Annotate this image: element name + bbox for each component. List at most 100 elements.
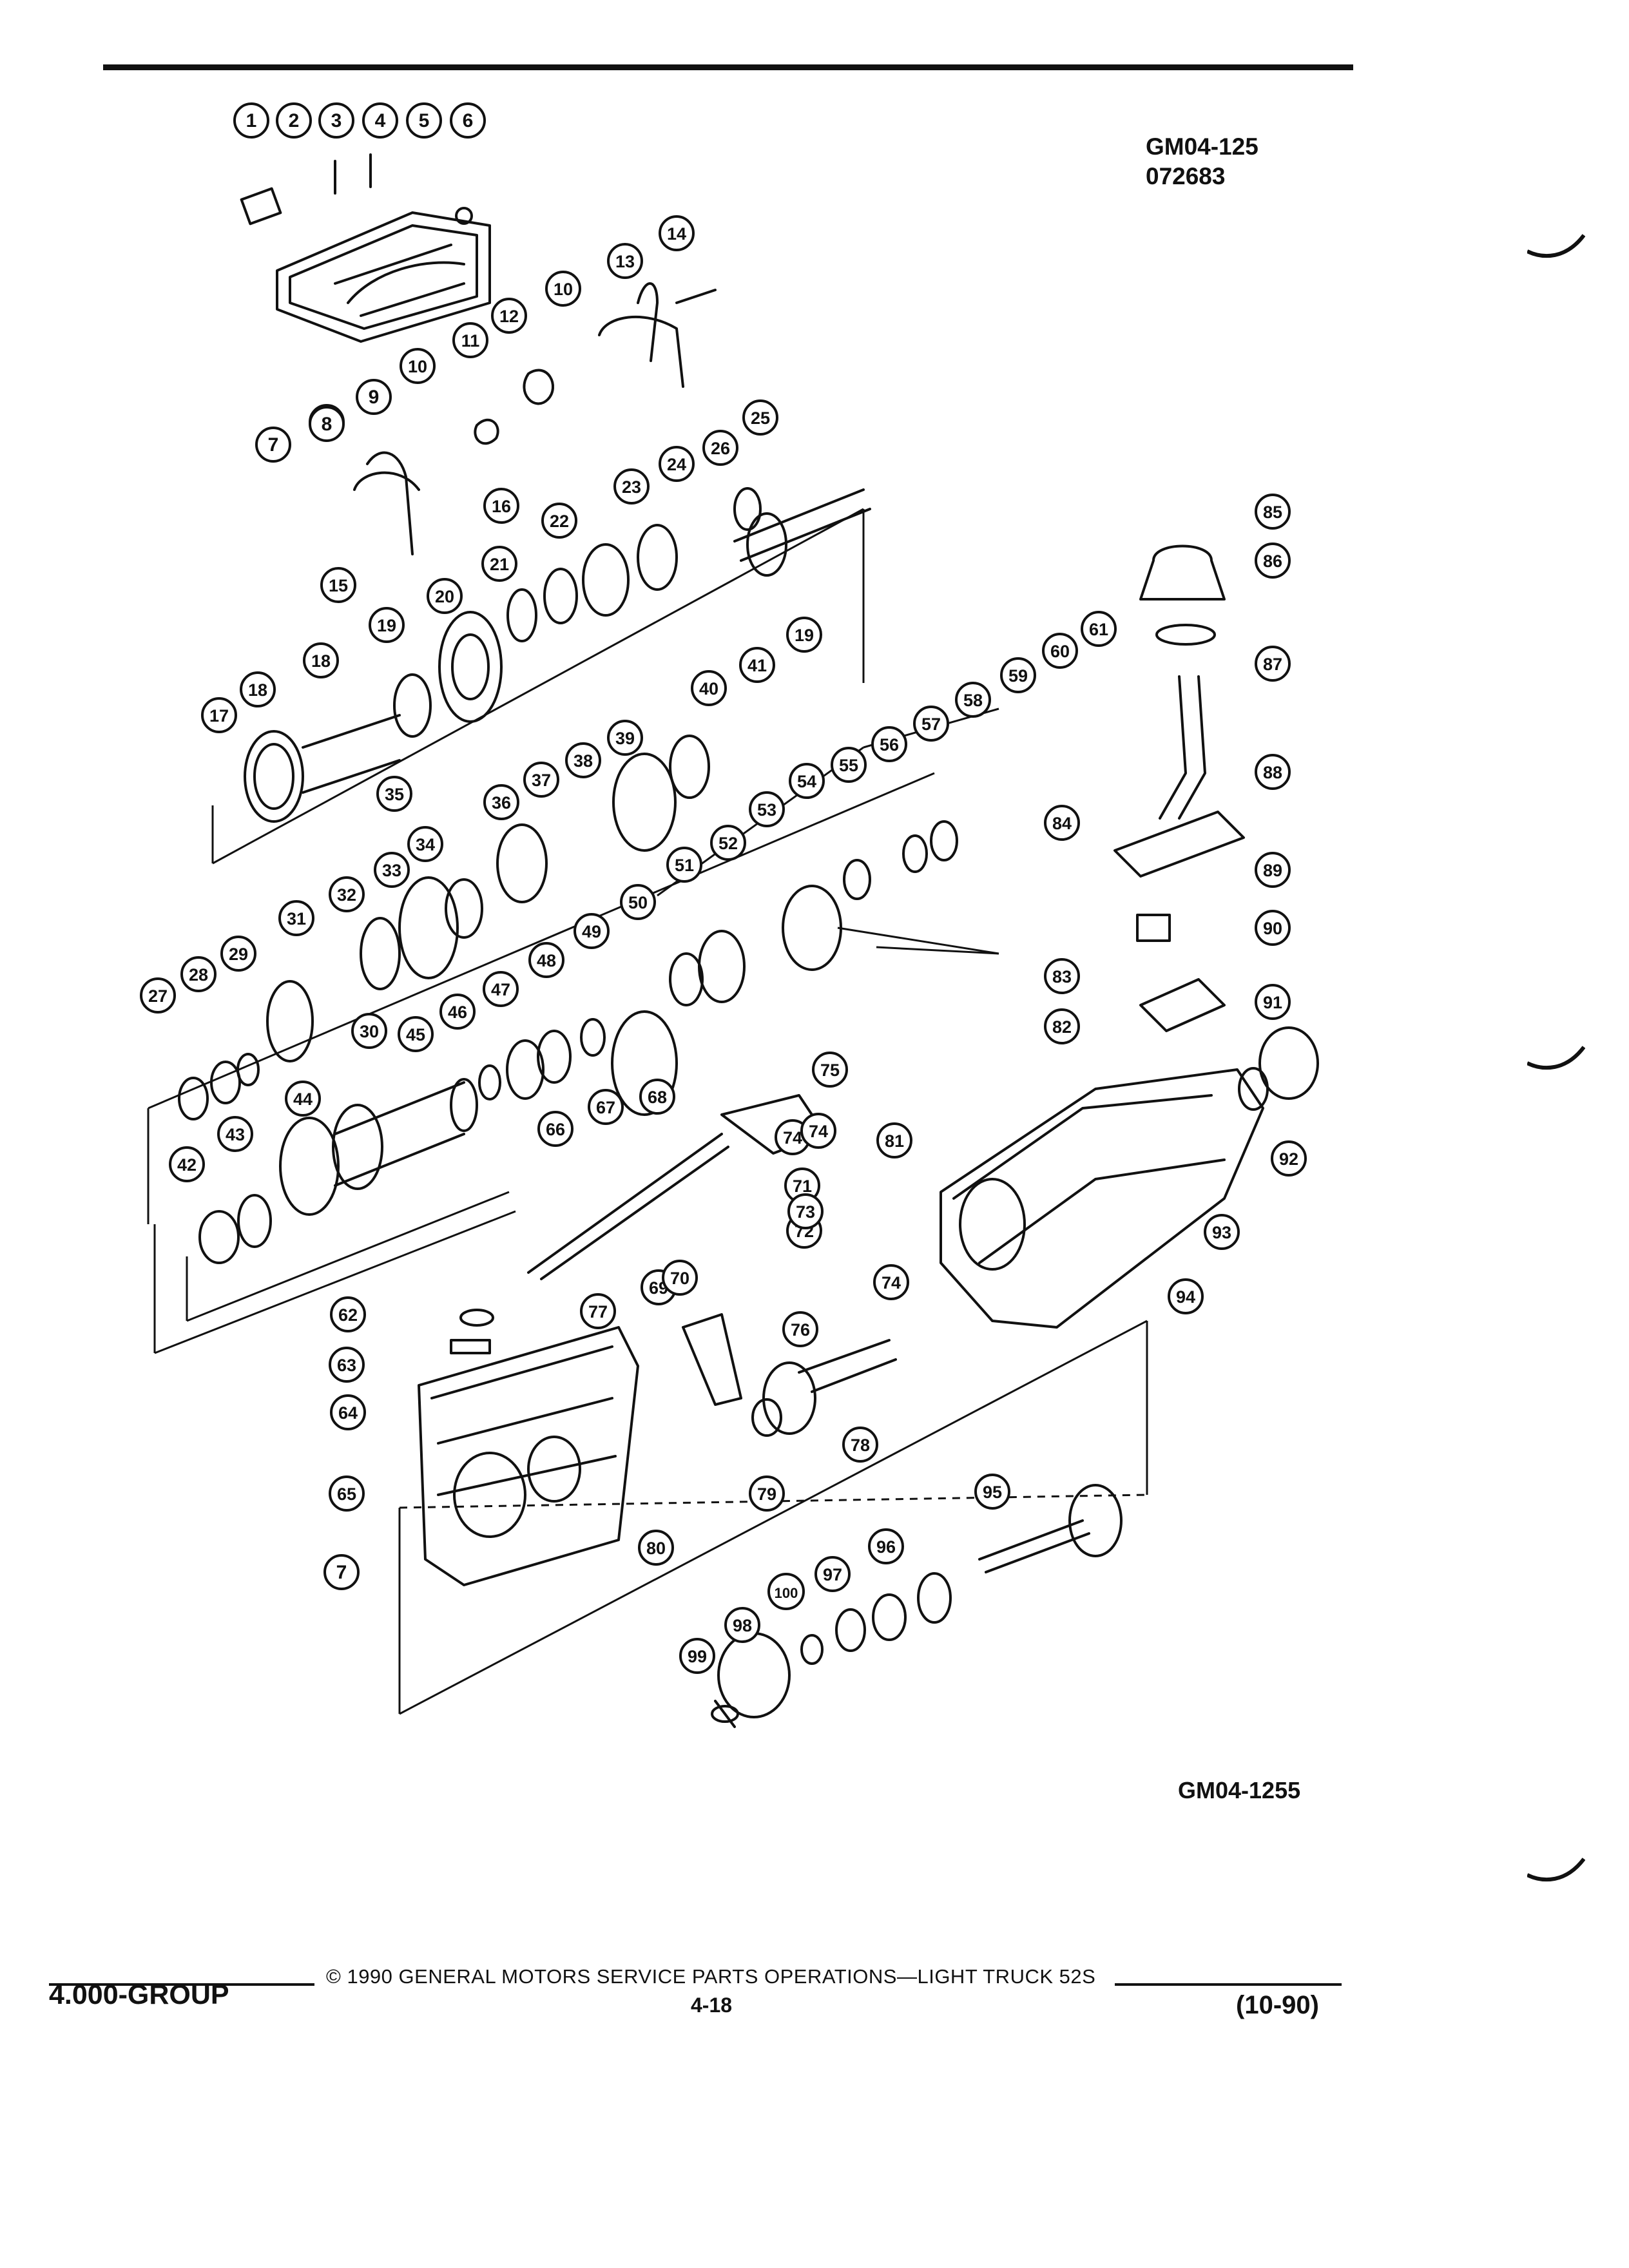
- callout-circle: [767, 1573, 805, 1610]
- callout-circle: [620, 884, 656, 920]
- callout-circle: [276, 102, 312, 139]
- callout-100: 100: [767, 1573, 805, 1610]
- callout-number: 30: [360, 1022, 379, 1041]
- callout-53: 53: [749, 791, 785, 827]
- callout-number: 74: [882, 1273, 901, 1293]
- callout-94: 94: [1168, 1278, 1204, 1314]
- callout-82: 82: [1044, 1008, 1080, 1044]
- callout-circle: [1044, 1008, 1080, 1044]
- callout-circle: [427, 578, 463, 614]
- callout-number: 17: [209, 706, 229, 726]
- callout-8: 8: [309, 406, 345, 442]
- callout-circle: [831, 747, 867, 783]
- callout-number: 62: [338, 1305, 358, 1325]
- callout-87: 87: [1255, 646, 1291, 682]
- callout-70: 70: [662, 1260, 698, 1296]
- callout-number: 73: [796, 1202, 815, 1222]
- callout-number: 50: [628, 893, 648, 912]
- callout-circle: [588, 1089, 624, 1125]
- callout-78: 78: [842, 1427, 878, 1463]
- callout-42: 42: [169, 1146, 205, 1182]
- callout-98: 98: [724, 1607, 760, 1643]
- callout-circle: [710, 825, 746, 861]
- callout-37: 37: [523, 762, 559, 798]
- callout-57: 57: [913, 706, 949, 742]
- callout-number: 9: [369, 387, 380, 408]
- callout-17: 17: [201, 697, 237, 733]
- callout-number: 40: [699, 679, 718, 698]
- figure-code-line2: 072683: [1146, 163, 1226, 189]
- callout-12: 12: [491, 298, 527, 334]
- callout-circle: [351, 1013, 387, 1049]
- callout-91: 91: [1255, 984, 1291, 1020]
- callout-number: 57: [921, 715, 941, 734]
- callout-10: 10: [545, 271, 581, 307]
- callout-circle: [1255, 910, 1291, 946]
- footer-rule-left: [49, 1983, 314, 1986]
- figure-code-line1: GM04-125: [1146, 133, 1258, 160]
- callout-circle: [329, 1475, 365, 1512]
- callout-24: 24: [659, 446, 695, 482]
- callout-number: 21: [490, 555, 509, 574]
- callout-96: 96: [868, 1528, 904, 1564]
- callout-number: 91: [1263, 993, 1282, 1012]
- callout-50: 50: [620, 884, 656, 920]
- callout-20: 20: [427, 578, 463, 614]
- callout-11: 11: [452, 322, 488, 358]
- callout-number: 52: [718, 834, 738, 853]
- callout-49: 49: [574, 913, 610, 949]
- callout-number: 7: [336, 1562, 347, 1583]
- callout-73: 73: [787, 1193, 824, 1229]
- callout-7: 7: [323, 1554, 360, 1590]
- callout-number: 90: [1263, 919, 1282, 938]
- callout-circle: [815, 1556, 851, 1592]
- callout-89: 89: [1255, 852, 1291, 888]
- callout-5: 5: [406, 102, 442, 139]
- callout-circle: [398, 1016, 434, 1052]
- callout-number: 93: [1212, 1223, 1231, 1242]
- callout-number: 27: [148, 986, 168, 1006]
- callout-number: 94: [1176, 1287, 1195, 1307]
- callout-circle: [659, 446, 695, 482]
- callout-number: 33: [382, 861, 401, 880]
- callout-51: 51: [666, 847, 702, 883]
- callout-number: 60: [1050, 642, 1070, 661]
- callout-circle: [955, 682, 991, 718]
- callout-number: 74: [809, 1122, 828, 1141]
- callout-circle: [974, 1474, 1010, 1510]
- callout-circle: [876, 1122, 912, 1158]
- callout-circle: [842, 1427, 878, 1463]
- callout-26: 26: [702, 430, 738, 466]
- callout-number: 24: [667, 455, 686, 474]
- callout-76: 76: [782, 1311, 818, 1347]
- callout-number: 12: [499, 307, 519, 326]
- callout-circle: [1255, 754, 1291, 790]
- callout-circle: [580, 1293, 616, 1329]
- callout-circle: [318, 102, 354, 139]
- callout-74: 74: [873, 1264, 909, 1300]
- callout-65: 65: [329, 1475, 365, 1512]
- callout-circle: [323, 1554, 360, 1590]
- callout-circle: [407, 826, 443, 862]
- callout-number: 95: [983, 1483, 1002, 1502]
- callout-61: 61: [1081, 611, 1117, 647]
- callout-circle: [1204, 1214, 1240, 1250]
- callout-46: 46: [439, 994, 476, 1030]
- callout-circle: [483, 488, 519, 524]
- callout-21: 21: [481, 546, 517, 582]
- callout-83: 83: [1044, 958, 1080, 994]
- callout-18: 18: [303, 642, 339, 678]
- callout-circle: [491, 298, 527, 334]
- callout-circle: [369, 607, 405, 643]
- callout-67: 67: [588, 1089, 624, 1125]
- binding-mark-3: [1527, 1858, 1585, 1882]
- callout-circle: [545, 271, 581, 307]
- callout-circle: [565, 742, 601, 778]
- callout-2: 2: [276, 102, 312, 139]
- callout-circle: [742, 399, 778, 436]
- callout-number: 10: [554, 280, 573, 299]
- callout-number: 80: [646, 1539, 666, 1558]
- callout-95: 95: [974, 1474, 1010, 1510]
- callout-number: 38: [574, 751, 593, 771]
- callout-63: 63: [329, 1347, 365, 1383]
